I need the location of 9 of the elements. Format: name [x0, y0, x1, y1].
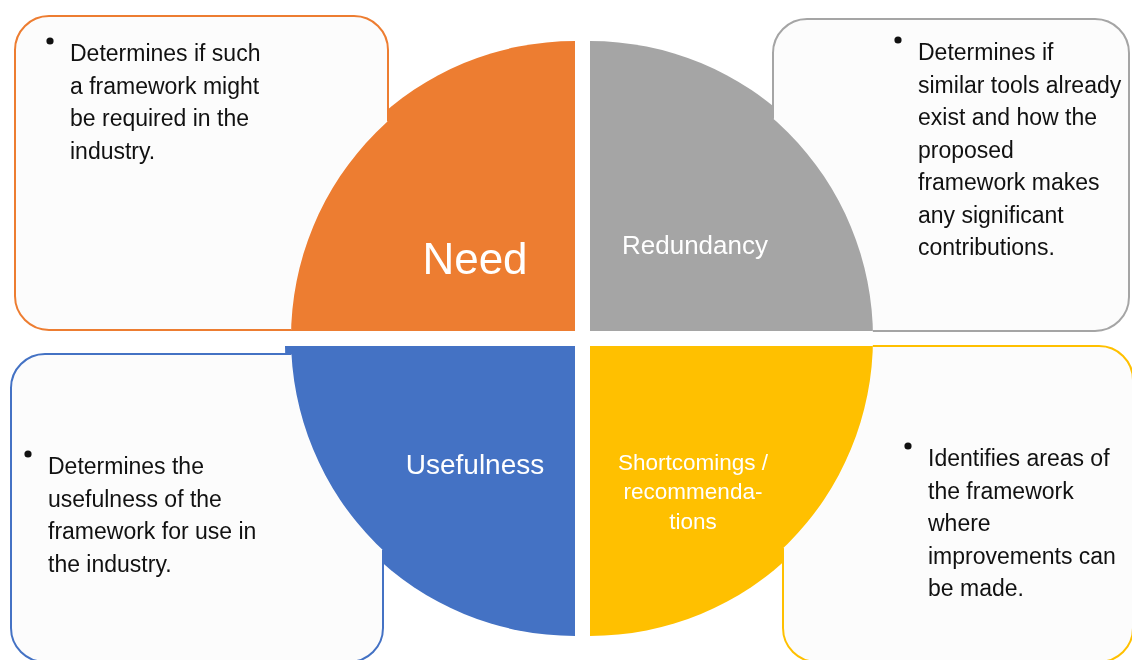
quadrant-label: Shortcomings / recommenda-tions: [616, 449, 770, 536]
bullet-text: Determines if similar tools already exist and how the proposed framework makes any significant contributions.: [918, 38, 1123, 262]
quadrant-label: Redundancy: [621, 229, 769, 262]
quadrant-label: Usefulness: [404, 448, 546, 482]
quadrant-label: Need: [421, 233, 529, 285]
description-card: [10, 353, 384, 660]
bullet-text: Determines if such a framework might be required in the industry.: [70, 39, 262, 166]
bullet-text: Identifies areas of the framework where improvements can be made.: [928, 444, 1117, 603]
bullet-text: Determines the usefulness of the framework for use in the industry.: [48, 452, 258, 579]
